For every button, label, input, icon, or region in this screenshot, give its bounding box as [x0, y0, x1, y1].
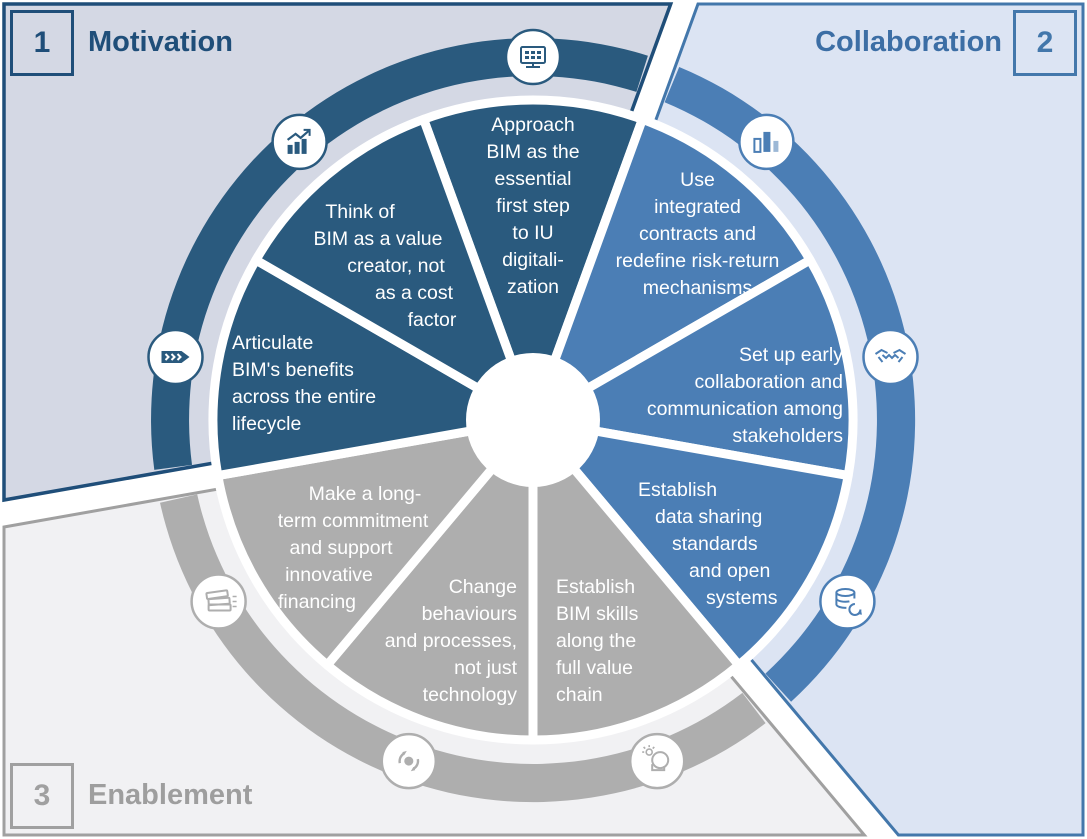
- section-number-collaboration: 2: [1013, 10, 1077, 76]
- wedge-change-behaviours: [322, 415, 538, 745]
- growth-chart-icon: [271, 113, 328, 171]
- cycle-arrows-icon: [380, 732, 438, 790]
- wedge-set-up-early-collaboration: [528, 255, 858, 481]
- wedge-articulate-benefits: [208, 255, 538, 481]
- wedge-bim-skills: [528, 415, 744, 745]
- wedge-use-integrated-contracts: [528, 114, 815, 425]
- wedge-think-value-creator: [251, 114, 538, 425]
- money-stack-icon: [190, 573, 247, 630]
- ring-collaboration: [664, 67, 916, 702]
- bar-chart-icon: [738, 113, 795, 171]
- section-title-motivation: Motivation: [88, 26, 233, 58]
- wedge-long-term-commitment: [213, 415, 538, 670]
- process-arrow-icon: [147, 328, 204, 386]
- head-idea-icon: [628, 732, 686, 790]
- section-title-enablement: Enablement: [88, 779, 253, 811]
- handshake-icon: [862, 328, 919, 386]
- wedge-data-sharing-standards: [528, 415, 853, 670]
- database-sync-icon: [819, 573, 876, 630]
- digital-monitor-icon: [504, 28, 562, 86]
- section-number-enablement: 3: [10, 763, 74, 829]
- section-title-collaboration: Collaboration: [815, 26, 1002, 58]
- wheel-hub: [466, 353, 600, 487]
- section-number-motivation: 1: [10, 10, 74, 76]
- ring-enablement: [160, 494, 766, 803]
- wedge-approach: [419, 95, 647, 425]
